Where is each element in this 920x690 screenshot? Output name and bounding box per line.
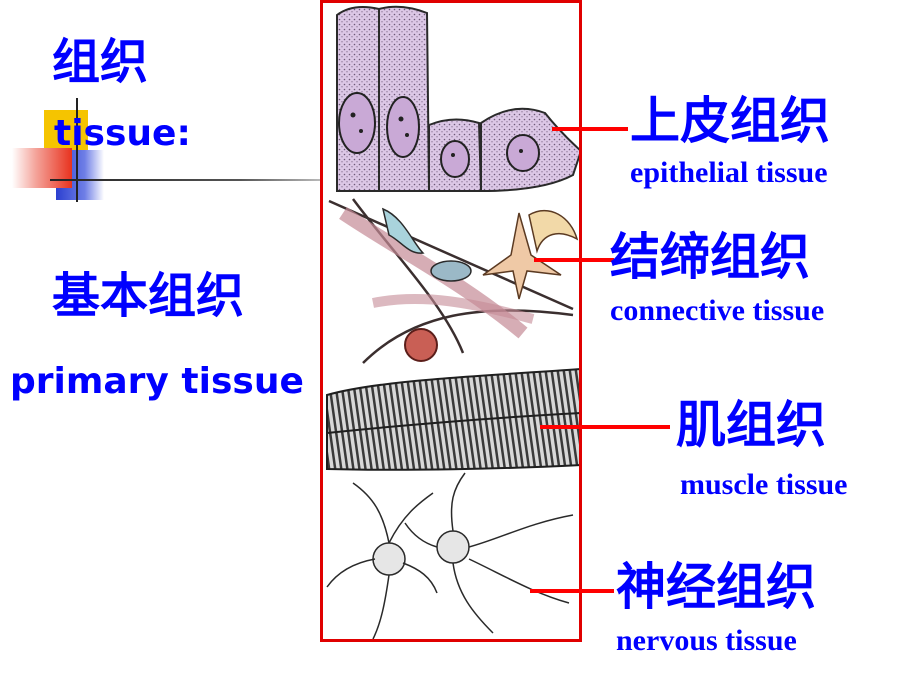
- decor-red-bar: [12, 148, 72, 188]
- muscle-drawing: [326, 368, 579, 471]
- decor-horizontal-line: [50, 179, 322, 181]
- label-nervous-cn: 神经组织: [616, 558, 816, 616]
- primary-tissue-en: primary tissue: [10, 361, 304, 402]
- label-connective-cn: 结缔组织: [610, 228, 810, 286]
- connective-drawing: [328, 198, 579, 364]
- pointer-connective: [534, 258, 614, 262]
- decor-vertical-line: [76, 98, 78, 202]
- epithelial-drawing: [336, 5, 579, 193]
- label-connective-en: connective tissue: [610, 294, 825, 327]
- primary-tissue-cn: 基本组织: [52, 268, 245, 324]
- tissue-illustration: [326, 5, 579, 639]
- tissue-title-cn: 组织: [52, 34, 149, 90]
- label-epithelial-en: epithelial tissue: [630, 156, 828, 189]
- label-epithelial-cn: 上皮组织: [630, 92, 830, 150]
- label-nervous-en: nervous tissue: [616, 624, 797, 657]
- label-muscle-en: muscle tissue: [680, 468, 848, 501]
- tissue-title-en: tissue:: [54, 113, 191, 154]
- label-muscle-cn: 肌组织: [676, 396, 826, 454]
- decor-yellow-square: [44, 110, 88, 150]
- nervous-drawing: [326, 472, 574, 639]
- pointer-nervous: [530, 589, 614, 593]
- pointer-muscle: [540, 425, 670, 429]
- pointer-epithelial: [552, 127, 628, 131]
- tissue-illustration-panel: [320, 0, 582, 642]
